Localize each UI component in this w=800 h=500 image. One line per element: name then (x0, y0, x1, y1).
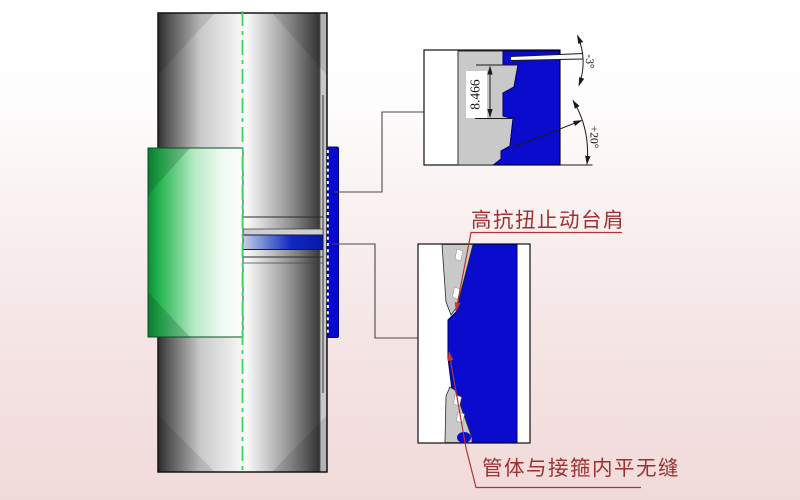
connector-top-detail (334, 111, 424, 193)
coupling-shading-facets (148, 148, 190, 337)
flush-label: 管体与接箍内平无缝 (482, 457, 680, 480)
load-flank-angle-label: -3° (583, 54, 595, 69)
coupling-green-section (147, 147, 244, 338)
stab-flank-callout: +20° (513, 99, 600, 166)
pipe-assembly (147, 11, 339, 474)
detail-bottom (417, 243, 531, 444)
tooth-height-label: 8.466 (468, 79, 483, 110)
pipe-shading-facets (158, 13, 327, 472)
tooth-height-dimension: 8.466 (466, 65, 493, 118)
thread-strip (326, 146, 339, 338)
connector-bottom-detail (332, 243, 418, 339)
seal-band (242, 234, 324, 250)
pin-junction (242, 216, 324, 264)
annotation-flush: 管体与接箍内平无缝 (447, 351, 680, 489)
load-flank-callout: -3° (510, 34, 595, 87)
detail-top-thread-blue (492, 50, 560, 165)
detail-top: -3° +20° 8.466 (423, 34, 600, 166)
shoulder-label: 高抗扭止动台肩 (471, 209, 625, 232)
annotation-shoulder: 高抗扭止动台肩 (454, 209, 625, 312)
detail-connectors (332, 111, 424, 339)
stab-flank-angle-label: +20° (588, 126, 600, 149)
